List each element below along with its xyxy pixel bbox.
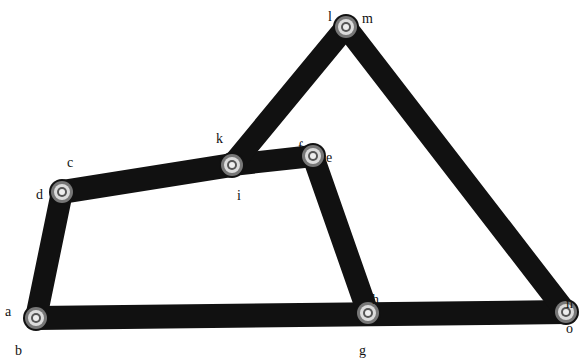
pin-joint: [333, 14, 359, 40]
joint-letter: f: [298, 141, 303, 155]
joint-letter: i: [237, 189, 241, 203]
arm-bar: [346, 27, 566, 312]
pin-joint: [28, 310, 44, 326]
crank-bar: [36, 192, 62, 318]
arm-bar: [232, 27, 346, 165]
pin-joint: [308, 151, 318, 161]
joint-letter: m: [362, 12, 373, 26]
pin-joint: [227, 160, 237, 170]
pin-joint: [219, 152, 245, 178]
joint-letter: h: [372, 293, 379, 307]
joint-letter: g: [359, 344, 366, 358]
joint-letter: e: [326, 151, 332, 165]
pin-joint: [341, 22, 351, 32]
pin-joint: [229, 162, 235, 168]
joint-letter: o: [566, 322, 573, 336]
pin-joint: [300, 143, 326, 169]
pin-joint: [360, 305, 376, 321]
pin-joint: [23, 305, 49, 331]
joint-letter: k: [216, 132, 223, 146]
pin-joint: [224, 157, 240, 173]
pin-joint: [25, 307, 47, 329]
pin-joint: [59, 189, 65, 195]
pin-joint: [33, 315, 39, 321]
pin-joint: [31, 313, 41, 323]
pin-joint: [51, 181, 73, 203]
joint-letter: n: [566, 297, 573, 311]
pin-joint: [365, 310, 371, 316]
joint-letter: d: [36, 188, 43, 202]
pin-joint: [310, 153, 316, 159]
pin-joint: [335, 16, 357, 38]
pin-joint: [49, 179, 75, 205]
coupler-bar: [62, 165, 232, 192]
pin-joint: [221, 154, 243, 176]
pin-joint: [343, 24, 349, 30]
pin-joint: [302, 145, 324, 167]
links: [36, 27, 566, 318]
joints: [23, 14, 579, 331]
pin-joint: [338, 19, 354, 35]
pin-joint: [54, 184, 70, 200]
pin-joint: [57, 187, 67, 197]
joint-letter: b: [15, 344, 22, 358]
base-bar: [36, 312, 566, 318]
pin-joint: [363, 308, 373, 318]
joint-letter: l: [328, 10, 332, 24]
pin-joint: [305, 148, 321, 164]
joint-letter: a: [5, 305, 11, 319]
joint-letter: c: [67, 156, 73, 170]
rocker-bar: [313, 156, 368, 313]
